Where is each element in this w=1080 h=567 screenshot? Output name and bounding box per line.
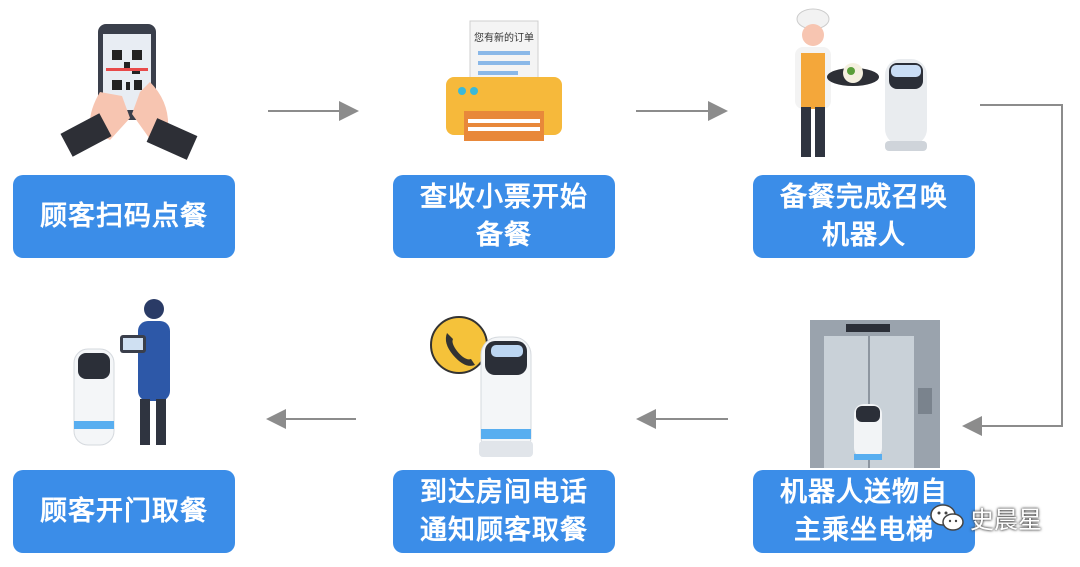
step-5-box: 到达房间电话 通知顾客取餐	[393, 470, 615, 553]
watermark: 史晨星	[930, 500, 1042, 535]
elevator-robot-icon	[810, 320, 940, 468]
step-4-label: 机器人送物自 主乘坐电梯	[780, 476, 948, 546]
step-6-label: 顾客开门取餐	[40, 495, 208, 527]
step-5-label: 到达房间电话 通知顾客取餐	[420, 476, 588, 546]
step-1-box: 顾客扫码点餐	[13, 175, 235, 258]
step-4-box: 机器人送物自 主乘坐电梯	[753, 470, 975, 553]
chef-robot-icon	[795, 8, 927, 157]
wechat-icon	[930, 503, 964, 531]
watermark-name: 史晨星	[970, 506, 1042, 534]
customer-robot-icon	[73, 299, 170, 446]
printer-icon: 您有新的订单	[446, 20, 562, 141]
step-1-label: 顾客扫码点餐	[40, 200, 208, 232]
printer-ticket-text: 您有新的订单	[474, 31, 534, 44]
step-3-label: 备餐完成召唤 机器人	[780, 181, 948, 251]
step-6-box: 顾客开门取餐	[13, 470, 235, 553]
step-2-label: 查收小票开始 备餐	[420, 181, 588, 251]
arrow-3-4	[962, 104, 1063, 436]
robot-phone-icon	[430, 316, 533, 457]
phone-scan-icon	[60, 24, 198, 160]
step-2-box: 查收小票开始 备餐	[393, 175, 615, 258]
step-3-box: 备餐完成召唤 机器人	[753, 175, 975, 258]
